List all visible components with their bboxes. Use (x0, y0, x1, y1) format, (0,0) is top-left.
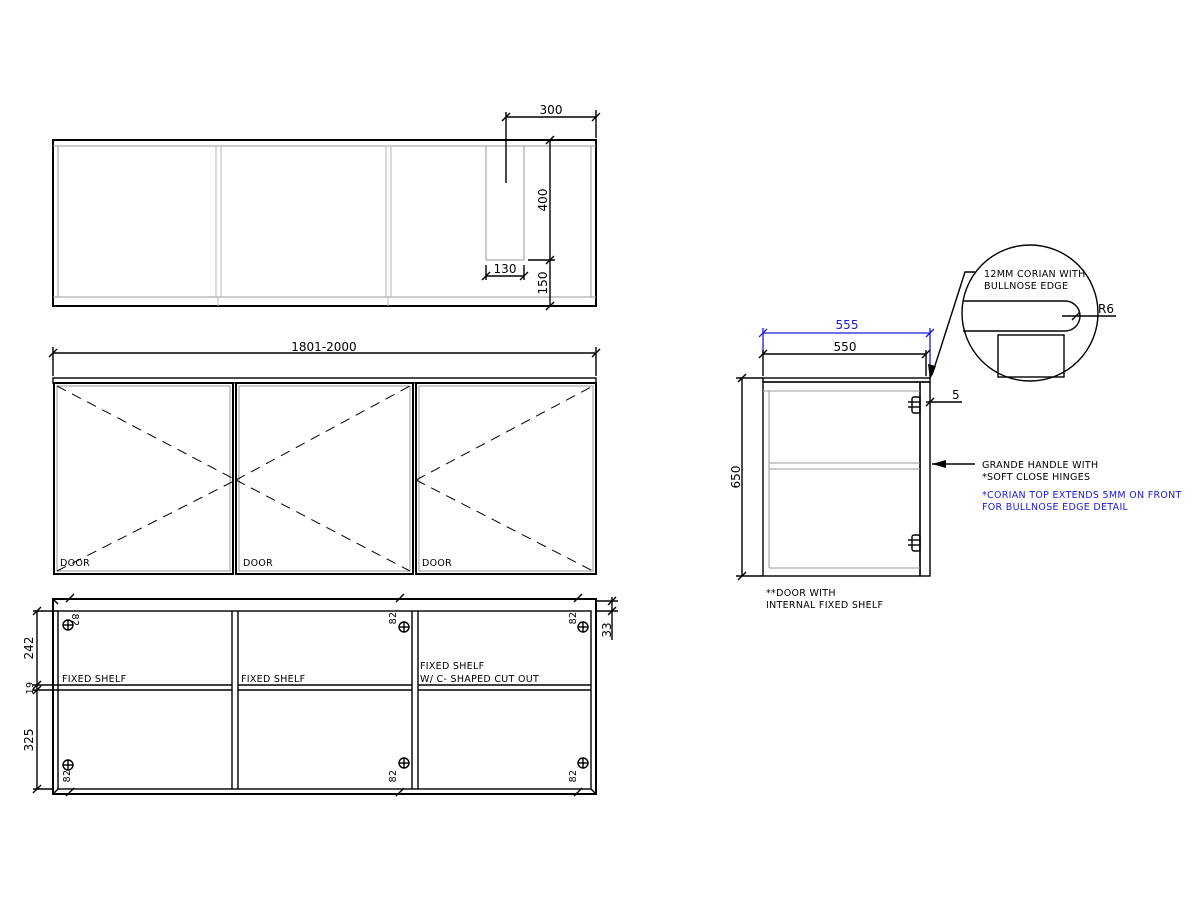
side-view: 555 550 650 (729, 318, 1182, 611)
dim-overhang: 5 (952, 388, 960, 402)
dim-hinge-offset: 82 (62, 770, 73, 783)
bullnose-detail-callout: 12MM CORIAN WITH BULLNOSE EDGE R6 (928, 244, 1116, 382)
hinge-icon (577, 757, 589, 769)
plan-view: 300 400 150 130 (52, 103, 601, 311)
dim-top-depth: 555 (836, 318, 859, 332)
dim-cutout-depth: 400 (536, 189, 550, 212)
dim-cutout-width: 130 (494, 262, 517, 276)
side-carcass (762, 381, 921, 577)
detail-circle (961, 244, 1099, 382)
dim-hinge-offset: 82 (388, 770, 399, 783)
sink-cutout (485, 145, 525, 261)
door-1 (53, 382, 234, 575)
dim-hinge-offset: 82 (69, 614, 80, 627)
door-label-3: DOOR (422, 558, 452, 569)
carcass-outline (52, 598, 597, 795)
dim-hinge-offset: 82 (388, 612, 399, 625)
dim-upper-height: 242 (22, 637, 36, 660)
hinge-icon (398, 757, 410, 769)
plan-outline (52, 139, 597, 307)
door-2 (235, 382, 414, 575)
note-handle-2: *SOFT CLOSE HINGES (982, 472, 1090, 483)
hinge-markers (62, 619, 589, 771)
shelf-label-3b: W/ C- SHAPED CUT OUT (420, 674, 539, 685)
hinge-icon (577, 621, 589, 633)
dim-hinge-offset: 82 (568, 770, 579, 783)
shelf-label-1: FIXED SHELF (62, 674, 126, 685)
front-view: 1801-2000 DOOR DOOR DOOR (48, 340, 601, 575)
shelf-label-2: FIXED SHELF (241, 674, 305, 685)
dim-hinge-offset: 82 (568, 612, 579, 625)
dim-cutout-offset: 300 (540, 103, 563, 117)
detail-label-2: BULLNOSE EDGE (984, 281, 1068, 292)
dim-shelf-thickness: 19 (25, 682, 36, 695)
dim-top-rail: 33 (600, 622, 614, 637)
hinge-icon (62, 759, 74, 771)
note-door-1: **DOOR WITH (766, 588, 836, 599)
note-handle-1: GRANDE HANDLE WITH (982, 460, 1098, 471)
side-door (919, 381, 931, 577)
interior-view: FIXED SHELF FIXED SHELF FIXED SHELF W/ C… (22, 593, 618, 797)
door-label-1: DOOR (60, 558, 90, 569)
dim-cutout-from-back: 150 (536, 272, 550, 295)
detail-leader (931, 271, 975, 376)
dim-height: 650 (729, 466, 743, 489)
detail-label-1: 12MM CORIAN WITH (984, 269, 1086, 280)
note-corian-2: FOR BULLNOSE EDGE DETAIL (982, 502, 1129, 513)
dim-overall-width: 1801-2000 (291, 340, 356, 354)
arrow-icon (928, 364, 936, 380)
note-corian-1: *CORIAN TOP EXTENDS 5MM ON FRONT (982, 490, 1182, 501)
door-3 (415, 382, 597, 575)
door-label-2: DOOR (243, 558, 273, 569)
note-door-2: INTERNAL FIXED SHELF (766, 600, 883, 611)
soft-close-hinge-icon (908, 534, 921, 552)
detail-radius: R6 (1098, 302, 1114, 316)
dim-lower-height: 325 (22, 729, 36, 752)
hinge-icon (398, 621, 410, 633)
shelf-label-3: FIXED SHELF (420, 661, 484, 672)
dim-carcass-depth: 550 (834, 340, 857, 354)
soft-close-hinge-icon (908, 396, 921, 414)
hinge-icon (62, 619, 74, 631)
arrow-icon (932, 460, 946, 468)
